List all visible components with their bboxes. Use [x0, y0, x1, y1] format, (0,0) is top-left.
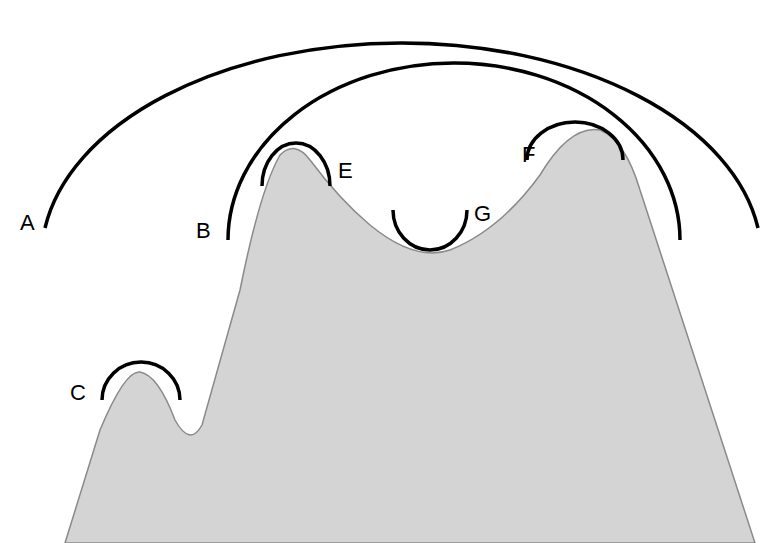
arc-label: C — [70, 382, 86, 404]
arc-a — [45, 43, 758, 228]
arc-b — [228, 63, 680, 240]
arc-label: B — [196, 220, 211, 242]
arc-e — [262, 143, 330, 186]
arc-label: E — [338, 160, 353, 182]
arc-f — [527, 122, 623, 160]
mountain-profile — [65, 130, 755, 543]
arc-label: F — [522, 144, 535, 166]
arc-g — [393, 210, 467, 250]
arc-label: A — [20, 212, 35, 234]
arc-c — [102, 362, 180, 400]
arc-label: G — [474, 203, 491, 225]
